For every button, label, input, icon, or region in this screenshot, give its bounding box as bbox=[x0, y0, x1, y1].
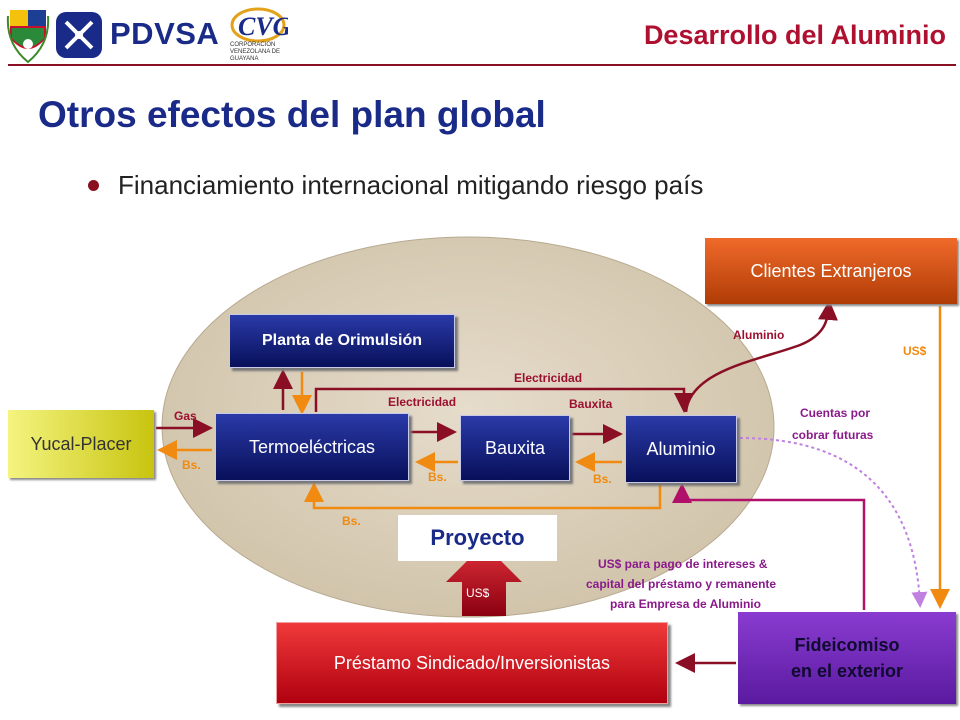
pdvsa-logo-icon bbox=[56, 12, 102, 58]
fideicomiso-box: Fideicomiso en el exterior bbox=[738, 612, 956, 704]
aluminio-export-arrow bbox=[684, 300, 838, 413]
pdvsa-logo-text: PDVSA bbox=[110, 16, 220, 51]
electricidad-mid-label: Electricidad bbox=[388, 395, 457, 409]
usd-right-label: US$ bbox=[903, 344, 927, 358]
svg-text:CVG: CVG bbox=[238, 12, 288, 41]
usd-up-arrow bbox=[446, 544, 522, 616]
prestamo-label: Préstamo Sindicado/Inversionistas bbox=[333, 652, 611, 673]
gas-label: Gas bbox=[174, 409, 197, 423]
fideicomiso-label-2: en el exterior bbox=[790, 661, 904, 681]
cuentas-label-1: Cuentas por bbox=[800, 406, 871, 420]
aluminio-label: Aluminio bbox=[646, 438, 716, 459]
venezuela-coat-of-arms-icon bbox=[6, 10, 50, 64]
aluminio-box: Aluminio bbox=[625, 415, 737, 483]
proyecto-label: Proyecto bbox=[430, 525, 525, 550]
header-divider bbox=[8, 64, 956, 66]
bullet-icon bbox=[88, 180, 99, 191]
prestamo-box: Préstamo Sindicado/Inversionistas bbox=[276, 622, 668, 704]
fideicomiso-label-1: Fideicomiso bbox=[794, 635, 900, 655]
pago-label-2: capital del préstamo y remanente bbox=[586, 577, 777, 591]
planta-orimulsion-label: Planta de Orimulsión bbox=[261, 332, 423, 349]
usd-up-arrow-label: US$ bbox=[466, 586, 490, 600]
bs-bottom-label: Bs. bbox=[342, 514, 361, 528]
pago-label-1: US$ para pago de intereses & bbox=[598, 557, 768, 571]
cuentas-dotted-arrow bbox=[739, 437, 928, 608]
cuentas-label-2: cobrar futuras bbox=[792, 428, 874, 442]
bs-yucal-label: Bs. bbox=[182, 458, 201, 472]
proyecto-box: Proyecto bbox=[397, 515, 557, 561]
electricidad-top-label: Electricidad bbox=[514, 371, 583, 385]
cvg-caption: CORPORACION VENEZOLANA DE GUAYANA bbox=[230, 42, 281, 62]
electricidad-top-arrow bbox=[314, 387, 694, 413]
pago-label-3: para Empresa de Aluminio bbox=[610, 597, 761, 611]
yucal-placer-label: Yucal-Placer bbox=[30, 433, 132, 454]
bauxita-flow-label: Bauxita bbox=[569, 397, 613, 411]
bauxita-label: Bauxita bbox=[484, 437, 546, 458]
bs-aluminio-label: Bs. bbox=[593, 472, 612, 486]
termoelectricas-label: Termoeléctricas bbox=[248, 436, 376, 457]
bauxita-box: Bauxita bbox=[460, 415, 570, 481]
fideicomiso-to-aluminio-arrow bbox=[672, 483, 866, 610]
bs-bauxita-label: Bs. bbox=[428, 470, 447, 484]
clientes-extranjeros-box: Clientes Extranjeros bbox=[705, 238, 957, 304]
section-title: Desarrollo del Aluminio bbox=[643, 20, 946, 50]
page-title: Otros efectos del plan global bbox=[38, 94, 546, 135]
bullet-text: Financiamiento internacional mitigando r… bbox=[118, 170, 704, 200]
clientes-extranjeros-label: Clientes Extranjeros bbox=[750, 260, 912, 281]
planta-orimulsion-box: Planta de Orimulsión bbox=[229, 314, 455, 368]
cvg-logo-icon: CVG bbox=[230, 7, 288, 43]
yucal-placer-box: Yucal-Placer bbox=[8, 410, 154, 478]
termoelectricas-box: Termoeléctricas bbox=[215, 413, 409, 481]
bs-bottom-arrow bbox=[304, 482, 662, 510]
aluminio-flow-label: Aluminio bbox=[733, 328, 785, 342]
